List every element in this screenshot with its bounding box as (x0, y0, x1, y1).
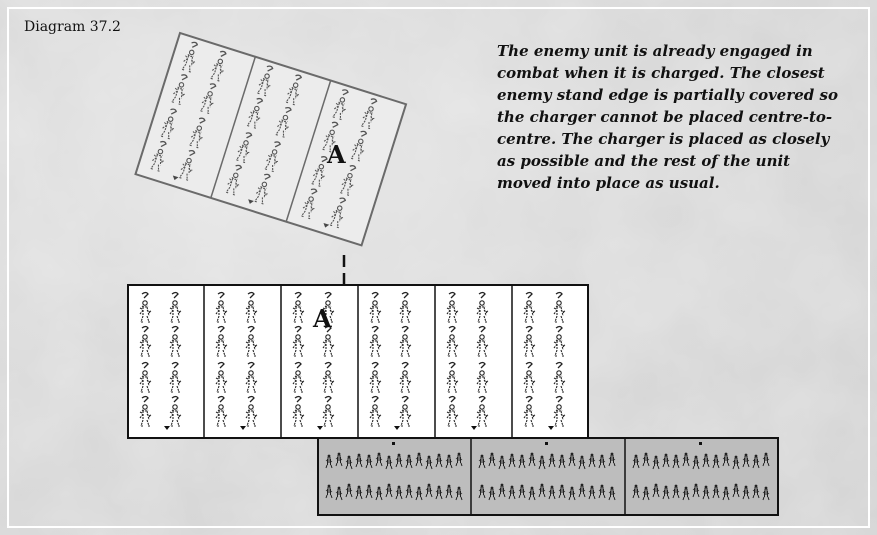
marker-a-target: A (312, 304, 332, 333)
diagram-label: Diagram 37.2 (24, 19, 121, 35)
diagram-caption: The enemy unit is already engaged in com… (497, 40, 847, 194)
engaged-unit (318, 438, 778, 515)
enemy-unit (128, 285, 588, 438)
engaged-unit-outline (318, 438, 778, 515)
marker-a-charger: A (326, 140, 346, 169)
